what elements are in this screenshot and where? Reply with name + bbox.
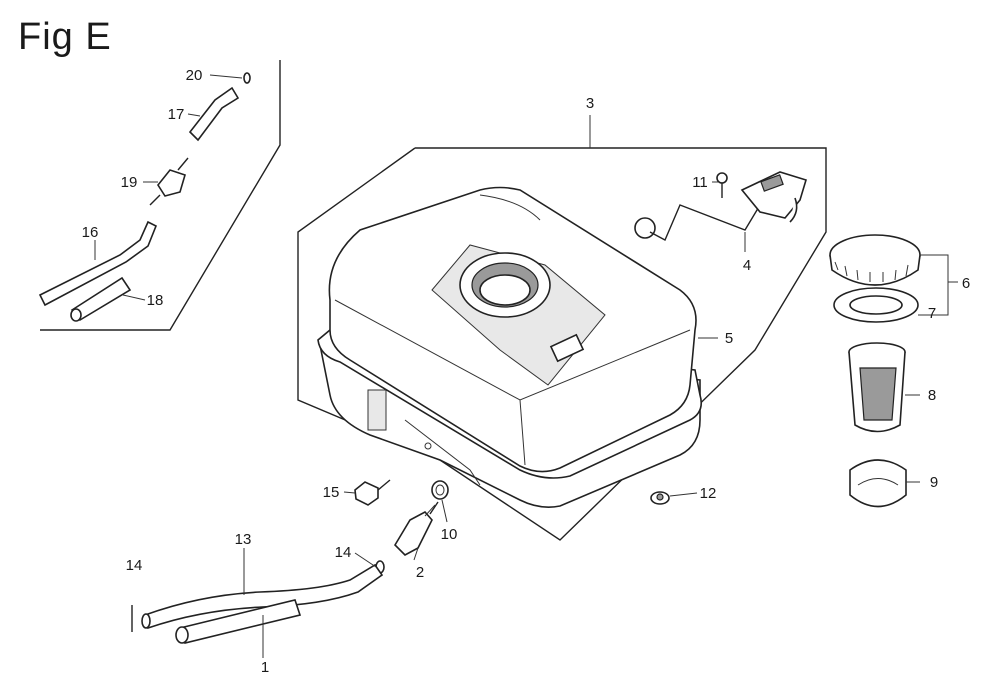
callout-14-left: 14 (126, 557, 143, 574)
fuel-cap (829, 234, 921, 286)
callout-18: 18 (147, 292, 164, 309)
hose-18 (70, 276, 132, 322)
washer-10 (431, 480, 449, 500)
hose-17 (188, 86, 240, 142)
screw-11 (716, 172, 728, 198)
callout-20: 20 (186, 67, 203, 84)
callout-12: 12 (700, 485, 717, 502)
figure-title: Fig E (18, 16, 112, 58)
callout-9: 9 (930, 474, 938, 491)
callout-2: 2 (416, 564, 424, 581)
fuel-filter-19 (149, 157, 189, 206)
callout-6: 6 (962, 275, 970, 292)
callout-19: 19 (121, 174, 138, 191)
callout-1: 1 (261, 659, 269, 676)
callout-16: 16 (82, 224, 99, 241)
cap-gasket (833, 287, 919, 323)
fuel-valve (393, 501, 439, 556)
callout-13: 13 (235, 531, 252, 548)
drain-bolt (354, 479, 391, 506)
fuel-hose-13 (141, 563, 384, 630)
fuel-hose-1 (175, 599, 302, 644)
callout-10: 10 (441, 526, 458, 543)
clip-20 (243, 72, 251, 84)
fuel-tank (317, 186, 703, 508)
callout-15: 15 (323, 484, 340, 501)
callout-8: 8 (928, 387, 936, 404)
callout-11: 11 (692, 174, 708, 191)
callout-4: 4 (743, 257, 751, 274)
callout-5: 5 (725, 330, 733, 347)
callout-7: 7 (928, 305, 936, 322)
strainer-clip (849, 459, 907, 508)
callout-17: 17 (168, 106, 185, 123)
callout-3: 3 (586, 95, 594, 112)
fuel-gauge (634, 171, 807, 241)
inset-outline (40, 60, 281, 331)
hose-16 (38, 220, 158, 307)
fuel-strainer (848, 342, 906, 433)
nut-12 (650, 491, 670, 505)
tank-assembly-outline (297, 147, 827, 541)
leader-lines (94, 74, 958, 658)
callout-14-right: 14 (335, 544, 352, 561)
